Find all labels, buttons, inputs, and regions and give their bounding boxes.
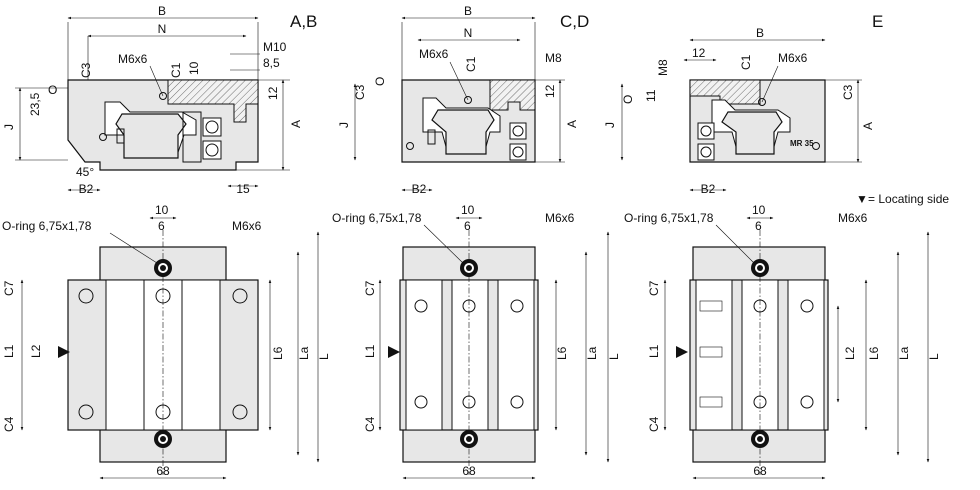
label-C1: C1 (739, 54, 753, 70)
label-12: 12 (543, 84, 557, 98)
view-title-ab: A,B (290, 12, 317, 31)
dim-B: B (756, 26, 764, 40)
label-M6x6: M6x6 (545, 211, 575, 225)
label-J: J (337, 122, 351, 128)
label-M6x6: M6x6 (232, 219, 262, 233)
label-B2: B2 (79, 182, 94, 196)
lube-port-icon (159, 92, 167, 100)
label-L: L (317, 353, 331, 360)
label-68: 68 (156, 464, 170, 478)
plan-view-3: O-ring 6,75x1,78 10 6 M6x6 C7 L1 C4 L2 L… (624, 203, 941, 480)
label-6: 6 (464, 219, 471, 233)
label-L1: L1 (363, 344, 377, 358)
label-La: La (585, 346, 599, 360)
dim-N: N (158, 22, 167, 36)
label-6: 6 (158, 219, 165, 233)
view-ab-profile: B N A,B M6x6 M10 8,5 C3 C1 10 O 23,5 J A… (2, 4, 317, 196)
legend: ▼ = Locating side (856, 192, 949, 206)
label-68: 68 (462, 464, 476, 478)
label-6: 6 (755, 219, 762, 233)
view-e-profile: MR 35 B E M8 12 M6x6 C1 O 11 C3 J A B2 (603, 12, 883, 196)
label-C3: C3 (353, 84, 367, 100)
label-O: O (621, 95, 635, 104)
label-10: 10 (752, 203, 766, 217)
label-L1: L1 (2, 344, 16, 358)
dim-B: B (158, 4, 166, 18)
label-L2: L2 (29, 344, 43, 358)
label-C7: C7 (2, 280, 16, 296)
label-L6: L6 (555, 346, 569, 360)
label-J: J (603, 122, 617, 128)
label-C1: C1 (169, 62, 183, 78)
label-68: 68 (753, 464, 767, 478)
label-C7: C7 (647, 280, 661, 296)
label-12: 12 (266, 86, 280, 100)
label-M8: M8 (545, 51, 562, 65)
view-cd-profile: B N C,D M6x6 M8 C3 C1 O J A 12 B2 (337, 4, 589, 196)
screw-icon (202, 117, 222, 160)
label-M10: M10 (263, 40, 287, 54)
label-C3: C3 (841, 84, 855, 100)
label-L6: L6 (867, 346, 881, 360)
dim-N: N (464, 26, 473, 40)
label-12: 12 (692, 46, 706, 60)
label-C3: C3 (79, 62, 93, 78)
label-L1: L1 (647, 344, 661, 358)
view-title-cd: C,D (560, 12, 589, 31)
locating-side-text: = Locating side (868, 192, 949, 206)
locating-side-marker (388, 346, 400, 358)
rail (115, 113, 187, 159)
plan-view-2: O-ring 6,75x1,78 10 6 M6x6 C7 L1 C4 L6 L… (332, 203, 621, 480)
section-hatch (167, 79, 259, 123)
label-C4: C4 (363, 416, 377, 432)
label-11: 11 (644, 89, 658, 102)
label-45deg: 45° (76, 165, 94, 179)
locating-side-marker (58, 346, 70, 358)
label-C4: C4 (2, 416, 16, 432)
label-O: O (48, 83, 57, 97)
label-La: La (297, 346, 311, 360)
label-MR35: MR 35 (790, 139, 814, 148)
label-L: L (607, 353, 621, 360)
label-10: 10 (187, 61, 201, 75)
label-10: 10 (155, 203, 169, 217)
dim-B: B (464, 4, 472, 18)
label-C1: C1 (464, 56, 478, 72)
label-M6x6: M6x6 (778, 51, 808, 65)
label-M6x6: M6x6 (118, 52, 148, 66)
label-L: L (927, 353, 941, 360)
label-23-5: 23,5 (28, 92, 42, 116)
label-L6: L6 (271, 346, 285, 360)
locating-side-marker (676, 346, 688, 358)
label-J: J (2, 124, 16, 130)
label-15: 15 (236, 182, 250, 196)
label-10: 10 (461, 203, 475, 217)
label-A: A (289, 120, 303, 128)
label-C4: C4 (647, 416, 661, 432)
label-L2: L2 (843, 346, 857, 360)
logo-icon (116, 128, 125, 144)
label-M8: M8 (656, 59, 670, 76)
label-A: A (861, 122, 875, 130)
label-oring: O-ring 6,75x1,78 (624, 211, 714, 225)
label-8-5: 8,5 (263, 56, 280, 70)
view-title-e: E (872, 12, 883, 31)
label-C7: C7 (363, 280, 377, 296)
locating-side-marker: ▼ (856, 192, 868, 206)
label-M6x6: M6x6 (838, 211, 868, 225)
plan-view-1: O-ring 6,75x1,78 10 6 M6x6 C7 L1 L2 C4 L… (2, 203, 331, 480)
label-La: La (897, 346, 911, 360)
label-oring: O-ring 6,75x1,78 (2, 219, 92, 233)
label-B2: B2 (412, 182, 427, 196)
label-M6x6: M6x6 (419, 47, 449, 61)
label-A: A (565, 120, 579, 128)
label-O: O (373, 77, 387, 86)
label-oring: O-ring 6,75x1,78 (332, 211, 422, 225)
label-B2: B2 (701, 182, 716, 196)
